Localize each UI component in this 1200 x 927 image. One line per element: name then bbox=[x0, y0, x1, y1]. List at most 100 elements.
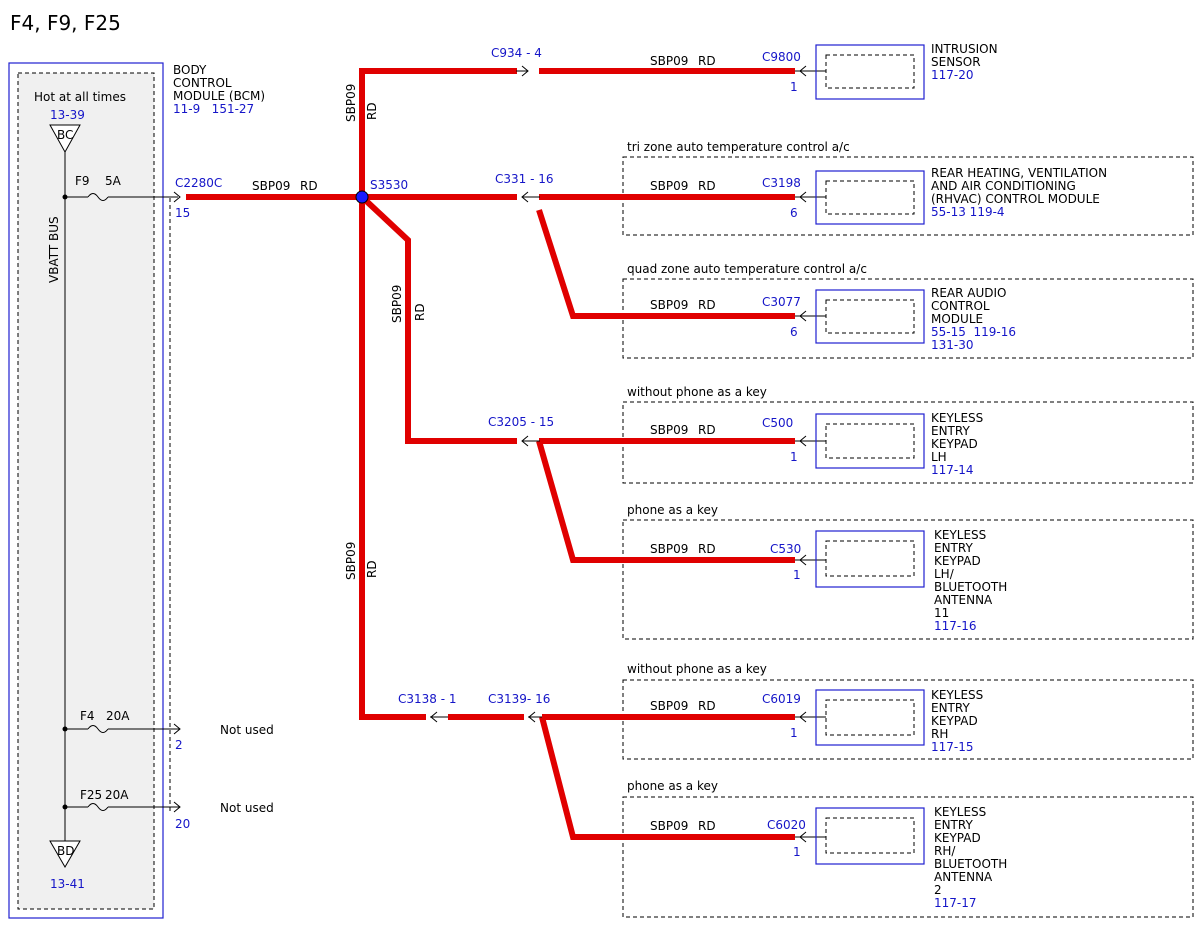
wire-color-label: RD bbox=[365, 560, 379, 578]
module-name-line: BLUETOOTH bbox=[934, 580, 1007, 594]
module-name-line: MODULE bbox=[931, 312, 983, 326]
option-box-no-pak-rh bbox=[622, 679, 1194, 760]
pin: 1 bbox=[790, 450, 798, 464]
wire-c331-to-c3077 bbox=[536, 209, 795, 319]
module-name-line: KEYLESS bbox=[934, 528, 986, 542]
module-name-line: ENTRY bbox=[934, 818, 973, 832]
module-keyless-lh-bluetooth: C530 1 KEYLESS ENTRY KEYPAD LH/ BLUETOOT… bbox=[770, 528, 1007, 633]
fuse-f4-icon bbox=[87, 725, 109, 733]
module-name-line: KEYLESS bbox=[934, 805, 986, 819]
wire-circuit-label: SBP09 bbox=[650, 699, 688, 713]
module-intrusion-sensor: C9800 1 INTRUSION SENSOR 117-20 bbox=[762, 42, 998, 100]
wire-color-label: RD bbox=[698, 542, 716, 556]
module-refs: 117-15 bbox=[931, 740, 974, 754]
bd-tag: BD bbox=[57, 844, 74, 858]
bcm-inner-dashed bbox=[17, 72, 155, 910]
connector-c530: C530 bbox=[770, 542, 801, 556]
connector-c9800: C9800 bbox=[762, 50, 801, 64]
wire-circuit-label: SBP09 bbox=[390, 285, 404, 323]
chevron-left-icon bbox=[799, 554, 807, 566]
module-name-line: LH bbox=[931, 450, 947, 464]
f4-not-used: Not used bbox=[220, 723, 274, 737]
option-tri-zone-label: tri zone auto temperature control a/c bbox=[627, 140, 850, 154]
module-keyless-rh: C6019 1 KEYLESS ENTRY KEYPAD RH 117-15 bbox=[762, 688, 983, 754]
inline-c3139: C3139- 16 bbox=[488, 692, 550, 706]
pin: 1 bbox=[790, 726, 798, 740]
pin-2: 2 bbox=[175, 738, 183, 752]
chevron-right-icon bbox=[173, 801, 181, 813]
wire-circuit-label: SBP09 bbox=[650, 819, 688, 833]
module-rear-audio: C3077 6 REAR AUDIO CONTROL MODULE 55-15 … bbox=[762, 286, 1016, 352]
wire-color-label: RD bbox=[698, 54, 716, 68]
bcm-name-line-1: BODY bbox=[173, 63, 207, 77]
option-pak-lh-label: phone as a key bbox=[627, 503, 718, 517]
option-box-pak-rh bbox=[622, 796, 1194, 918]
bd-triangle-icon bbox=[49, 840, 81, 869]
bcm-name-line-2: CONTROL bbox=[173, 76, 232, 90]
fuse-f9: F9 5A C2280C 15 bbox=[62, 174, 222, 220]
wire-circuit-label: SBP09 bbox=[650, 298, 688, 312]
wire-color-label: RD bbox=[698, 298, 716, 312]
module-name-line: RH/ bbox=[934, 844, 956, 858]
module-name-line: 11 bbox=[934, 606, 949, 620]
module-name-line: ANTENNA bbox=[934, 870, 993, 884]
hot-at-all-times-label: Hot at all times bbox=[34, 90, 126, 104]
module-refs: 131-30 bbox=[931, 338, 974, 352]
module-name-line: ENTRY bbox=[931, 424, 970, 438]
bcm-inner-panel bbox=[18, 73, 154, 909]
wire-circuit-label: SBP09 bbox=[650, 179, 688, 193]
pin-15: 15 bbox=[175, 206, 190, 220]
fuse-f9-name: F9 bbox=[75, 174, 90, 188]
chevron-left-icon bbox=[799, 711, 807, 723]
wire-circuit-label: SBP09 bbox=[252, 179, 290, 193]
module-name-line: 2 bbox=[934, 883, 942, 897]
connector-c3198: C3198 bbox=[762, 176, 801, 190]
option-pak-rh-label: phone as a key bbox=[627, 779, 718, 793]
module-name-line: KEYPAD bbox=[934, 554, 981, 568]
vbatt-bus-label: VBATT BUS bbox=[47, 216, 61, 283]
fuse-f9-rating: 5A bbox=[105, 174, 122, 188]
hot-ref: 13-39 bbox=[50, 108, 85, 122]
connector-c6019: C6019 bbox=[762, 692, 801, 706]
pin: 1 bbox=[793, 845, 801, 859]
pin: 6 bbox=[790, 206, 798, 220]
module-name-line: ENTRY bbox=[934, 541, 973, 555]
wire-circuit-label: SBP09 bbox=[344, 84, 358, 122]
wire-circuit-label: SBP09 bbox=[650, 54, 688, 68]
pin: 6 bbox=[790, 325, 798, 339]
fuse-f4-rating: 20A bbox=[106, 709, 130, 723]
module-name-line: KEYPAD bbox=[931, 714, 978, 728]
fuse-f25-rating: 20A bbox=[105, 788, 129, 802]
wire-color-label: RD bbox=[698, 423, 716, 437]
module-refs: 117-17 bbox=[934, 896, 977, 910]
fuse-f25-icon bbox=[87, 803, 109, 811]
wire-labels: SBP09 RD SBP09 RD SBP09 RD SBP09 RD SBP0… bbox=[252, 54, 716, 833]
connector-c500: C500 bbox=[762, 416, 793, 430]
module-rhvac: C3198 6 REAR HEATING, VENTILATION AND AI… bbox=[762, 166, 1107, 225]
wire-color-label: RD bbox=[413, 303, 427, 321]
inline-connectors: C934 - 4 C331 - 16 C3205 - 15 C3138 - 1 … bbox=[398, 46, 554, 723]
chevron-right-icon bbox=[173, 191, 181, 203]
option-no-pak-rh-label: without phone as a key bbox=[627, 662, 767, 676]
option-quad-zone-label: quad zone auto temperature control a/c bbox=[627, 262, 867, 276]
wire-to-c934 bbox=[359, 68, 517, 197]
fuse-f4: F4 20A 2 Not used bbox=[62, 709, 274, 752]
wire-color-label: RD bbox=[698, 699, 716, 713]
inline-c331: C331 - 16 bbox=[495, 172, 554, 186]
module-refs: 117-20 bbox=[931, 68, 974, 82]
chevron-left-icon bbox=[799, 65, 807, 77]
fuse-f4-name: F4 bbox=[80, 709, 95, 723]
module-name-line: SENSOR bbox=[931, 55, 981, 69]
module-keyless-lh: C500 1 KEYLESS ENTRY KEYPAD LH 117-14 bbox=[762, 411, 983, 477]
module-name-line: AND AIR CONDITIONING bbox=[931, 179, 1076, 193]
chevron-left-icon bbox=[799, 435, 807, 447]
module-name-line: LH/ bbox=[934, 567, 955, 581]
bc-tag: BC bbox=[57, 128, 73, 142]
module-refs: 55-13 119-4 bbox=[931, 205, 1005, 219]
option-boxes: tri zone auto temperature control a/c qu… bbox=[622, 140, 1194, 918]
splice-s3530-icon bbox=[355, 190, 369, 204]
module-refs: 55-15 119-16 bbox=[931, 325, 1016, 339]
module-refs: 117-14 bbox=[931, 463, 974, 477]
bd-ref: 13-41 bbox=[50, 877, 85, 891]
